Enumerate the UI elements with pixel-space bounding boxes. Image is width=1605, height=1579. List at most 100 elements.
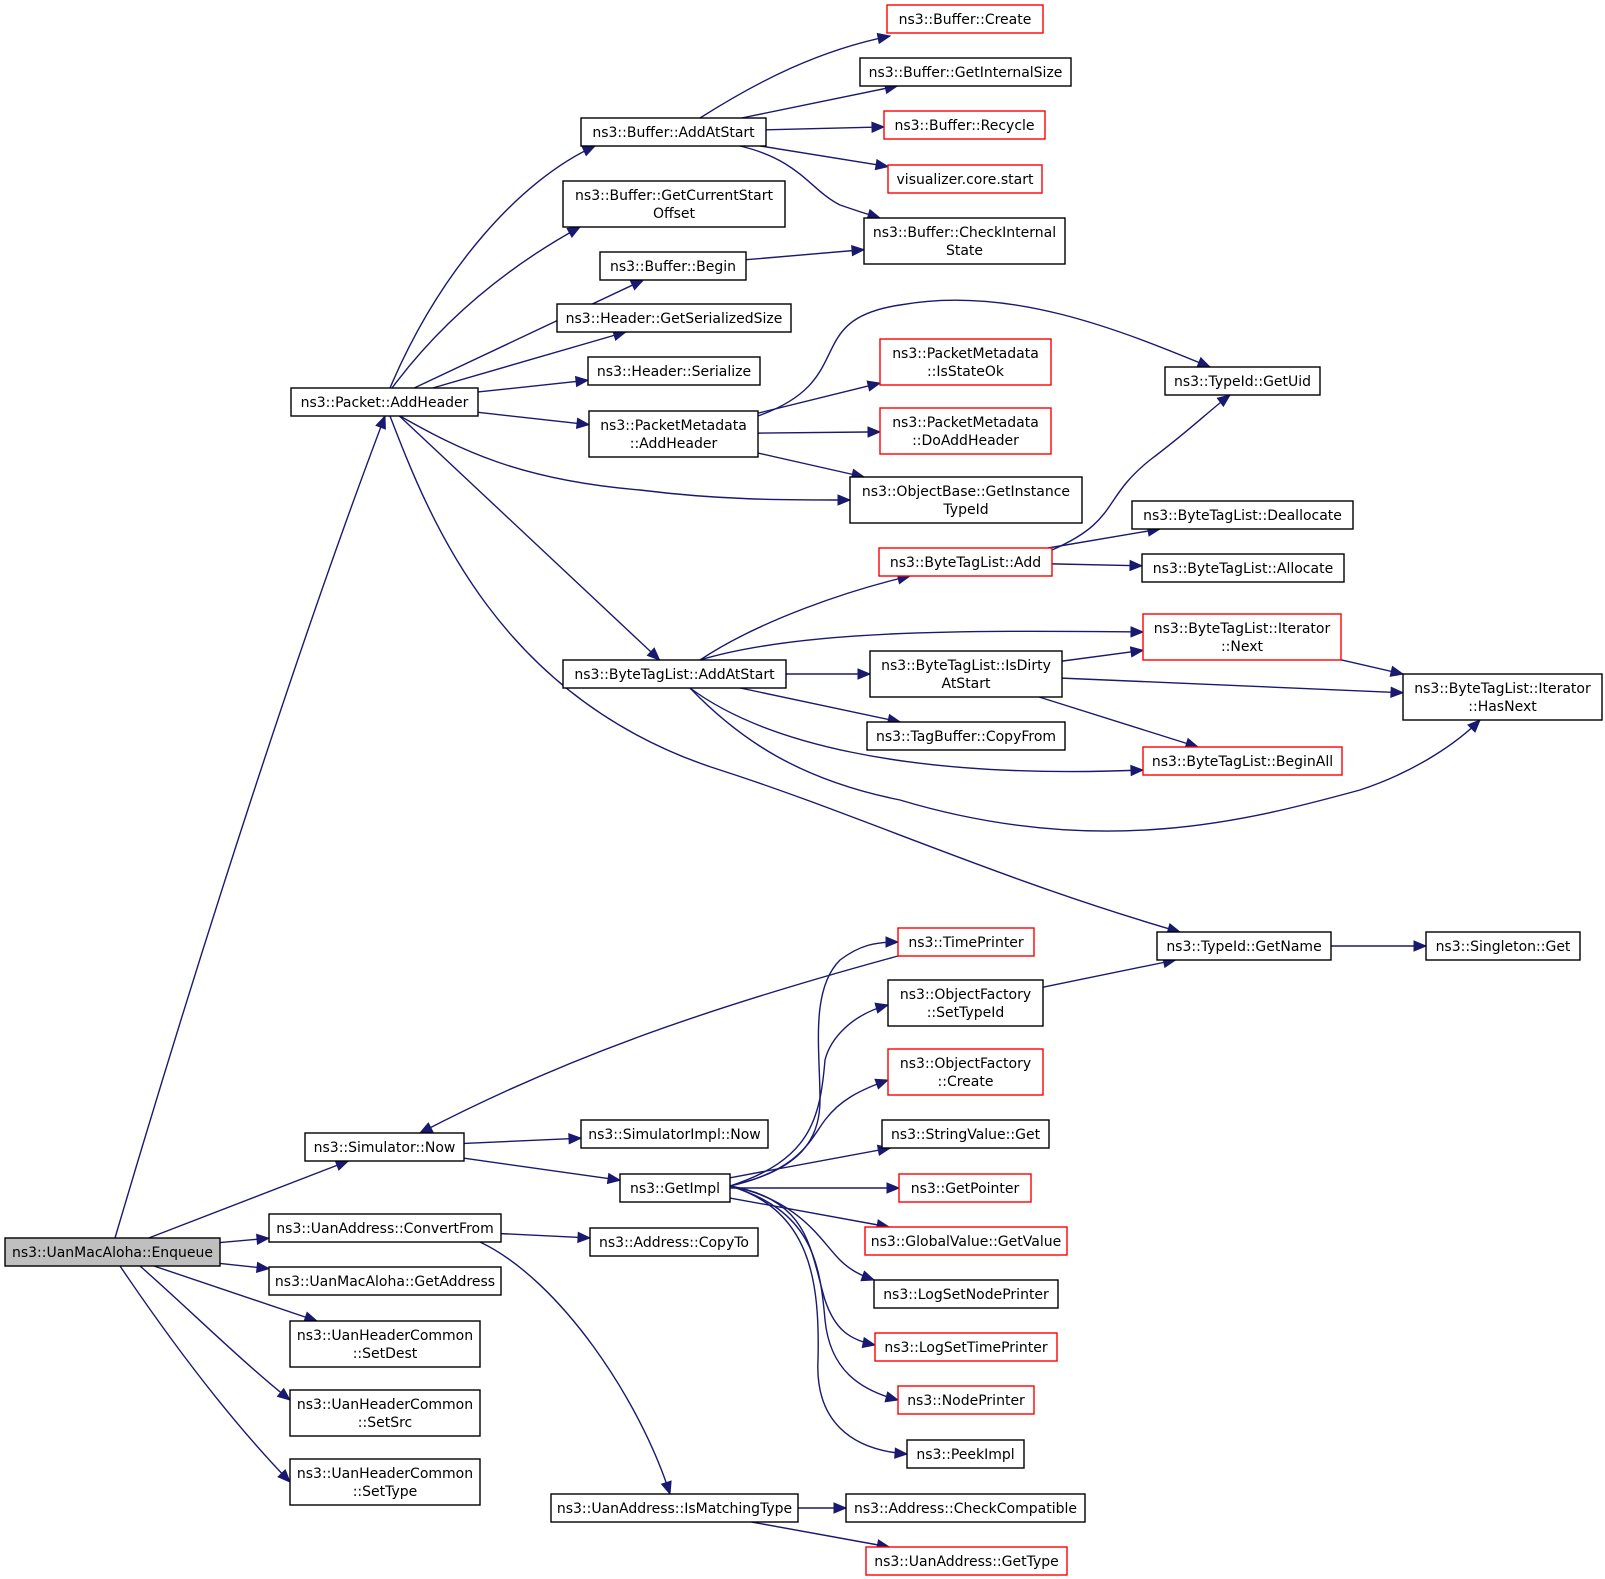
node-globalvalue-getvalue-box[interactable] [864,1226,1068,1256]
node-hdr-getser-box[interactable] [556,303,792,333]
node-sim-now[interactable]: ns3::Simulator::Now [304,1132,465,1162]
node-uhc-settype-box[interactable] [289,1458,481,1506]
node-enqueue[interactable]: ns3::UanMacAloha::Enqueue [4,1237,221,1267]
node-enqueue-box[interactable] [4,1237,221,1267]
node-timeprinter-box[interactable] [897,927,1035,957]
node-buf-addatstart[interactable]: ns3::Buffer::AddAtStart [580,117,767,147]
node-uhc-setdest-box[interactable] [289,1320,481,1368]
node-getpointer-box[interactable] [898,1173,1032,1203]
node-btl-addatstart-box[interactable] [562,659,787,689]
node-btl-add[interactable]: ns3::ByteTagList::Add [878,547,1053,577]
node-tagbuf-copyfrom[interactable]: ns3::TagBuffer::CopyFrom [866,721,1066,751]
node-addheader-box[interactable] [290,387,479,417]
node-sim-now-box[interactable] [304,1132,465,1162]
node-logsetnodeprinter-box[interactable] [873,1279,1059,1309]
node-buf-recycle[interactable]: ns3::Buffer::Recycle [883,110,1046,140]
node-logsetnodeprinter[interactable]: ns3::LogSetNodePrinter [873,1279,1059,1309]
node-uhc-setsrc[interactable]: ns3::UanHeaderCommon::SetSrc [289,1389,481,1437]
node-logsettimeprinter-box[interactable] [874,1332,1058,1362]
node-btl-iterhasnext[interactable]: ns3::ByteTagList::Iterator::HasNext [1402,673,1603,721]
node-peekimpl-box[interactable] [906,1439,1025,1469]
node-simimpl-now-box[interactable] [580,1119,769,1149]
node-getpointer[interactable]: ns3::GetPointer [898,1173,1032,1203]
node-btl-dealloc[interactable]: ns3::ByteTagList::Deallocate [1131,500,1354,530]
node-typeid-getuid[interactable]: ns3::TypeId::GetUid [1164,366,1321,396]
node-btl-alloc-box[interactable] [1141,553,1345,583]
node-peekimpl[interactable]: ns3::PeekImpl [906,1439,1025,1469]
node-typeid-getname[interactable]: ns3::TypeId::GetName [1156,931,1332,961]
node-hdr-serialize-box[interactable] [587,356,761,386]
node-buf-begin[interactable]: ns3::Buffer::Begin [599,251,747,281]
node-uhc-setsrc-box[interactable] [289,1389,481,1437]
node-buf-getcurrentstart-box[interactable] [562,180,786,228]
node-pm-isstateok[interactable]: ns3::PacketMetadata::IsStateOk [879,338,1052,386]
node-addr-copyto-box[interactable] [589,1227,759,1257]
node-vis-start[interactable]: visualizer.core.start [887,164,1043,194]
node-timeprinter[interactable]: ns3::TimePrinter [897,927,1035,957]
node-simimpl-now[interactable]: ns3::SimulatorImpl::Now [580,1119,769,1149]
node-typeid-getname-box[interactable] [1156,931,1332,961]
node-pm-isstateok-box[interactable] [879,338,1052,386]
node-btl-isdirty-box[interactable] [869,650,1063,698]
node-uanaddr-convertfrom-box[interactable] [268,1213,502,1243]
node-uanaddr-ismatching[interactable]: ns3::UanAddress::IsMatchingType [550,1493,799,1523]
node-logsettimeprinter[interactable]: ns3::LogSetTimePrinter [874,1332,1058,1362]
node-uanmac-getaddress[interactable]: ns3::UanMacAloha::GetAddress [268,1266,502,1296]
node-buf-create-box[interactable] [886,4,1044,34]
node-buf-create[interactable]: ns3::Buffer::Create [886,4,1044,34]
node-of-settypeid[interactable]: ns3::ObjectFactory::SetTypeId [887,979,1044,1027]
node-stringvalue-get-box[interactable] [881,1119,1050,1149]
node-pm-doaddheader[interactable]: ns3::PacketMetadata::DoAddHeader [879,407,1052,455]
node-singleton-get-box[interactable] [1425,931,1581,961]
node-addheader[interactable]: ns3::Packet::AddHeader [290,387,479,417]
node-nodeprinter-box[interactable] [897,1385,1035,1415]
node-of-create[interactable]: ns3::ObjectFactory::Create [887,1048,1044,1096]
node-btl-dealloc-box[interactable] [1131,500,1354,530]
node-uanaddr-ismatching-box[interactable] [550,1493,799,1523]
node-uhc-setdest[interactable]: ns3::UanHeaderCommon::SetDest [289,1320,481,1368]
node-buf-addatstart-box[interactable] [580,117,767,147]
node-vis-start-box[interactable] [887,164,1043,194]
node-buf-recycle-box[interactable] [883,110,1046,140]
node-of-settypeid-box[interactable] [887,979,1044,1027]
node-btl-beginall-box[interactable] [1142,746,1343,776]
node-uanaddr-convertfrom[interactable]: ns3::UanAddress::ConvertFrom [268,1213,502,1243]
node-btl-addatstart[interactable]: ns3::ByteTagList::AddAtStart [562,659,787,689]
node-getimpl[interactable]: ns3::GetImpl [619,1173,731,1203]
node-typeid-getuid-box[interactable] [1164,366,1321,396]
node-uhc-settype[interactable]: ns3::UanHeaderCommon::SetType [289,1458,481,1506]
node-buf-checkinternal-box[interactable] [863,217,1066,265]
node-pm-addheader-box[interactable] [588,410,759,458]
node-addr-checkcompat-box[interactable] [845,1493,1086,1523]
node-hdr-getser[interactable]: ns3::Header::GetSerializedSize [556,303,792,333]
node-uanmac-getaddress-box[interactable] [268,1266,502,1296]
node-btl-iternext[interactable]: ns3::ByteTagList::Iterator::Next [1142,613,1342,661]
node-tagbuf-copyfrom-box[interactable] [866,721,1066,751]
node-pm-addheader[interactable]: ns3::PacketMetadata::AddHeader [588,410,759,458]
node-stringvalue-get[interactable]: ns3::StringValue::Get [881,1119,1050,1149]
node-uanaddr-gettype-box[interactable] [865,1546,1068,1576]
node-of-create-box[interactable] [887,1048,1044,1096]
node-btl-add-box[interactable] [878,547,1053,577]
node-buf-getinternalsize[interactable]: ns3::Buffer::GetInternalSize [859,57,1072,87]
node-pm-doaddheader-box[interactable] [879,407,1052,455]
node-nodeprinter[interactable]: ns3::NodePrinter [897,1385,1035,1415]
node-hdr-serialize[interactable]: ns3::Header::Serialize [587,356,761,386]
node-btl-iternext-box[interactable] [1142,613,1342,661]
node-btl-alloc[interactable]: ns3::ByteTagList::Allocate [1141,553,1345,583]
node-ob-getinstance-box[interactable] [849,476,1083,524]
node-globalvalue-getvalue[interactable]: ns3::GlobalValue::GetValue [864,1226,1068,1256]
node-buf-begin-box[interactable] [599,251,747,281]
node-addr-checkcompat[interactable]: ns3::Address::CheckCompatible [845,1493,1086,1523]
node-uanaddr-gettype[interactable]: ns3::UanAddress::GetType [865,1546,1068,1576]
node-getimpl-box[interactable] [619,1173,731,1203]
node-buf-getinternalsize-box[interactable] [859,57,1072,87]
node-btl-iterhasnext-box[interactable] [1402,673,1603,721]
node-btl-beginall[interactable]: ns3::ByteTagList::BeginAll [1142,746,1343,776]
node-addr-copyto[interactable]: ns3::Address::CopyTo [589,1227,759,1257]
node-singleton-get[interactable]: ns3::Singleton::Get [1425,931,1581,961]
